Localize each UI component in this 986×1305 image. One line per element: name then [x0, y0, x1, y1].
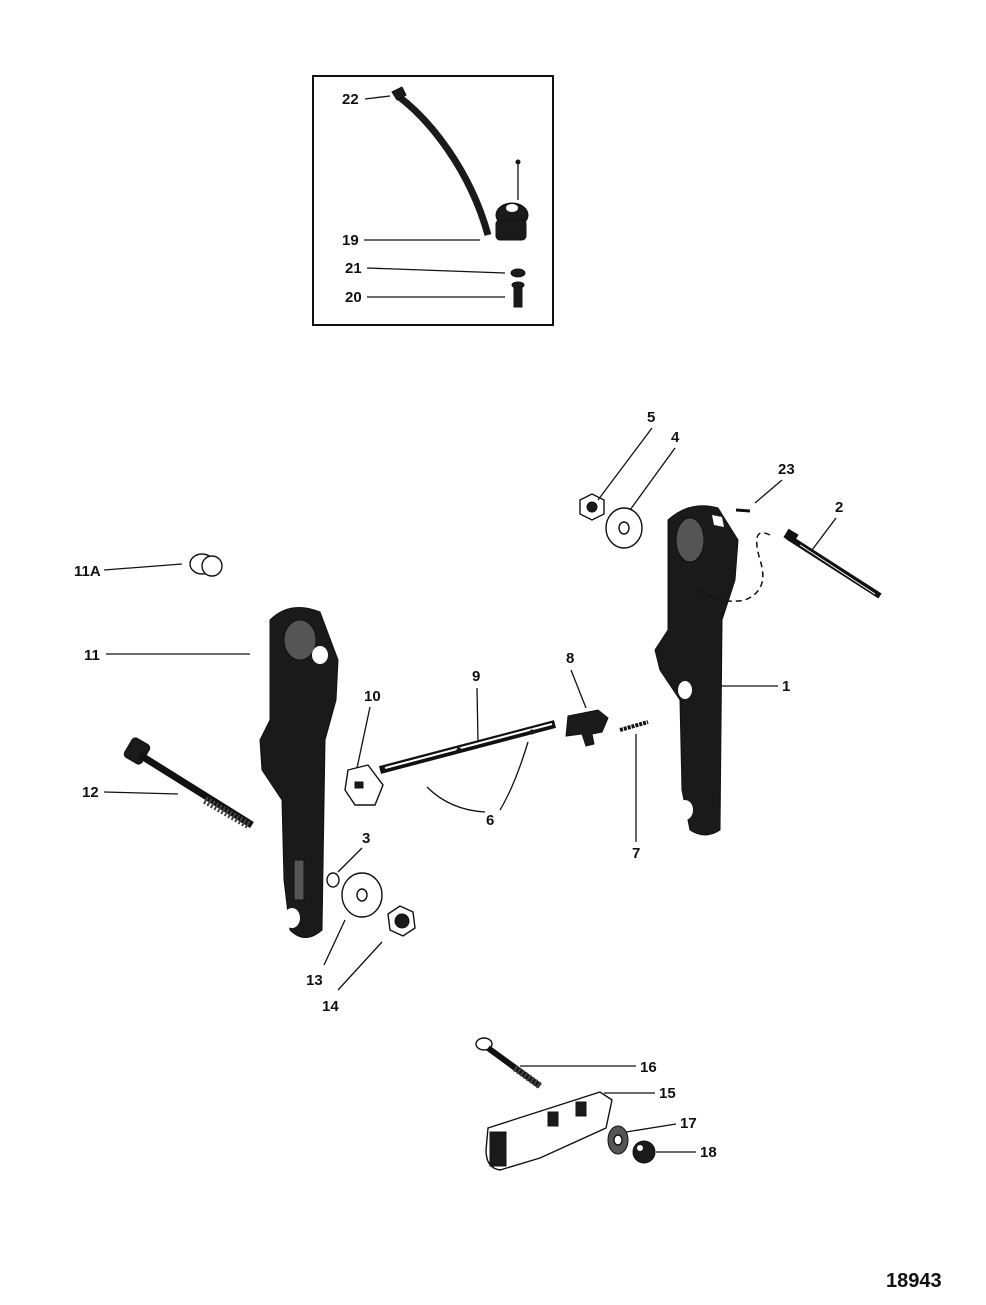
inset-frame [312, 75, 554, 326]
part-2-dashed-path [699, 532, 771, 602]
part-20-screw [511, 281, 525, 308]
part-3-o-ring [326, 872, 340, 888]
part-16-bolt [475, 1037, 543, 1089]
part-15-clamp-plate [485, 1091, 613, 1171]
part-4-washer [605, 507, 643, 549]
part-11-clamp-bracket [259, 607, 339, 938]
callout-18: 18 [700, 1144, 717, 1161]
part-1-clamp-bracket [654, 505, 739, 836]
callout-7: 7 [632, 845, 640, 862]
part-12-bolt [123, 737, 254, 830]
callout-11: 11 [84, 647, 100, 664]
part-22-cable [395, 93, 492, 236]
part-21-washer [510, 268, 526, 278]
part-10-block [344, 764, 384, 806]
part-5-nut [579, 493, 605, 521]
part-14-nut [387, 905, 416, 937]
callout-9: 9 [472, 668, 480, 685]
part-23-pin [735, 508, 751, 513]
callout-6: 6 [486, 812, 494, 829]
part-18-acorn-nut [632, 1140, 656, 1164]
callout-21: 21 [345, 260, 362, 277]
part-22-cable-end [391, 86, 407, 101]
callout-22: 22 [342, 91, 359, 108]
part-9-tilt-tube [378, 720, 557, 774]
inset-box: 22 19 21 20 [312, 75, 554, 326]
callout-15: 15 [659, 1085, 676, 1102]
part-2-long-bolt [783, 528, 882, 599]
callout-4: 4 [671, 429, 680, 446]
callout-12: 12 [82, 784, 99, 801]
callout-17: 17 [680, 1115, 697, 1132]
callout-13: 13 [306, 972, 323, 989]
part-7-pin [619, 720, 649, 732]
callout-14: 14 [322, 998, 339, 1015]
part-19-switch [495, 159, 529, 241]
part-13-washer [341, 872, 383, 918]
callout-19: 19 [342, 232, 359, 249]
callout-3: 3 [362, 830, 370, 847]
callout-23: 23 [778, 461, 795, 478]
callout-2: 2 [835, 499, 843, 516]
part-17-lock-washer [607, 1125, 629, 1155]
callout-8: 8 [566, 650, 574, 667]
callout-11a: 11A [74, 563, 101, 580]
callout-10: 10 [364, 688, 381, 705]
callout-16: 16 [640, 1059, 657, 1076]
callout-5: 5 [647, 409, 655, 426]
part-8-cam [565, 709, 609, 747]
callout-1: 1 [782, 678, 790, 695]
figure-number: 18943 [886, 1270, 942, 1292]
callout-20: 20 [345, 289, 362, 306]
part-11a-bushing [189, 553, 223, 577]
